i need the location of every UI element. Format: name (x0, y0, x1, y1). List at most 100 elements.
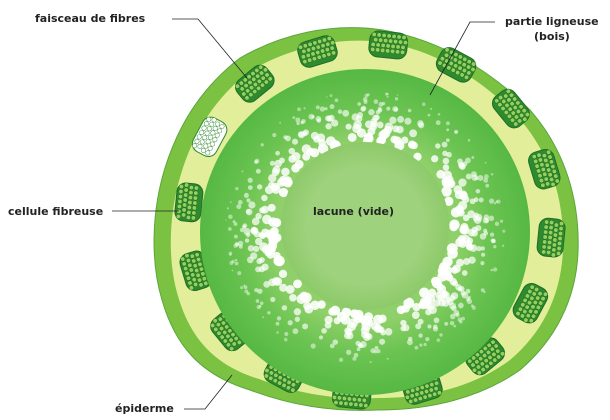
wood-pore (481, 253, 485, 257)
wood-pore (447, 179, 456, 188)
wood-pore (330, 104, 335, 109)
wood-pore (240, 228, 244, 232)
wood-pore (286, 285, 295, 294)
wood-pore (348, 133, 357, 142)
wood-pore (259, 257, 265, 263)
wood-pore (261, 143, 264, 146)
wood-pore (485, 184, 489, 188)
wood-pore (232, 270, 234, 272)
wood-pore (382, 102, 385, 105)
wood-pore (418, 333, 422, 337)
wood-pore (462, 270, 468, 276)
wood-pore (373, 315, 383, 325)
wood-pore (472, 226, 478, 232)
wood-pore (472, 306, 476, 310)
wood-pore (292, 328, 298, 334)
wood-pore (236, 243, 240, 247)
wood-pore (395, 97, 398, 100)
wood-pore (489, 216, 495, 222)
wood-pore (387, 358, 389, 360)
wood-pore (292, 139, 298, 145)
label-lacuna: lacune (vide) (313, 205, 394, 218)
wood-pore (479, 198, 484, 203)
wood-pore (244, 193, 249, 198)
wood-pore (241, 170, 243, 172)
wood-pore (331, 119, 338, 126)
wood-pore (478, 175, 484, 181)
wood-pore (293, 279, 302, 288)
wood-pore (275, 151, 280, 156)
wood-pore (272, 166, 280, 174)
wood-pore (419, 344, 422, 347)
wood-pore (455, 313, 459, 317)
wood-pore (489, 198, 494, 203)
wood-pore (425, 337, 429, 341)
wood-pore (357, 128, 366, 137)
wood-pore (397, 94, 399, 96)
wood-pore (451, 292, 458, 299)
wood-pore (459, 320, 462, 323)
wood-pore (452, 265, 460, 273)
wood-pore (378, 107, 382, 111)
wood-pore (483, 178, 488, 183)
wood-pore (325, 107, 328, 110)
wood-pore (437, 338, 441, 342)
wood-pore (363, 97, 367, 101)
wood-pore (298, 131, 305, 138)
wood-pore (365, 94, 369, 98)
wood-pore (439, 333, 442, 336)
wood-pore (291, 164, 300, 173)
wood-pore (370, 361, 372, 363)
wood-pore (442, 151, 448, 157)
wood-pore (431, 155, 438, 162)
wood-pore (257, 184, 262, 189)
wood-pore (370, 123, 377, 130)
wood-pore (246, 198, 250, 202)
wood-pore (303, 107, 305, 109)
wood-pore (248, 178, 253, 183)
wood-pore (316, 133, 325, 142)
wood-pore (246, 209, 251, 214)
wood-pore (268, 235, 278, 245)
wood-pore (270, 161, 275, 166)
wood-pore (225, 219, 226, 220)
wood-pore (346, 350, 351, 355)
wood-pore (484, 214, 489, 219)
wood-pore (311, 343, 316, 348)
wood-pore (282, 305, 287, 310)
wood-pore (495, 222, 499, 226)
label-epidermis: épiderme (115, 402, 174, 415)
wood-pore (442, 142, 448, 148)
wood-pore (459, 163, 466, 170)
wood-pore (450, 321, 454, 325)
wood-pore (277, 316, 281, 320)
wood-pore (257, 305, 261, 309)
wood-pore (295, 117, 300, 122)
wood-pore (228, 215, 233, 220)
wood-pore (309, 114, 315, 120)
wood-pore (230, 201, 232, 203)
fiber-bundle (174, 182, 204, 223)
wood-pore (288, 320, 293, 325)
wood-pore (455, 238, 464, 247)
wood-pore (352, 113, 360, 121)
wood-pore (346, 124, 352, 130)
wood-pore (490, 269, 492, 271)
wood-pore (261, 195, 267, 201)
wood-pore (470, 198, 476, 204)
wood-pore (355, 341, 360, 346)
wood-pore (337, 312, 347, 322)
wood-pore (268, 174, 276, 182)
wood-pore (284, 332, 288, 336)
wood-pore (417, 120, 424, 127)
wood-pore (491, 173, 494, 176)
wood-pore (500, 220, 503, 223)
wood-pore (233, 220, 236, 223)
wood-pore (319, 335, 323, 339)
wood-pore (294, 308, 301, 315)
wood-pore (260, 301, 263, 304)
wood-pore (435, 143, 440, 148)
wood-pore (377, 121, 384, 128)
wood-pore (267, 311, 270, 314)
